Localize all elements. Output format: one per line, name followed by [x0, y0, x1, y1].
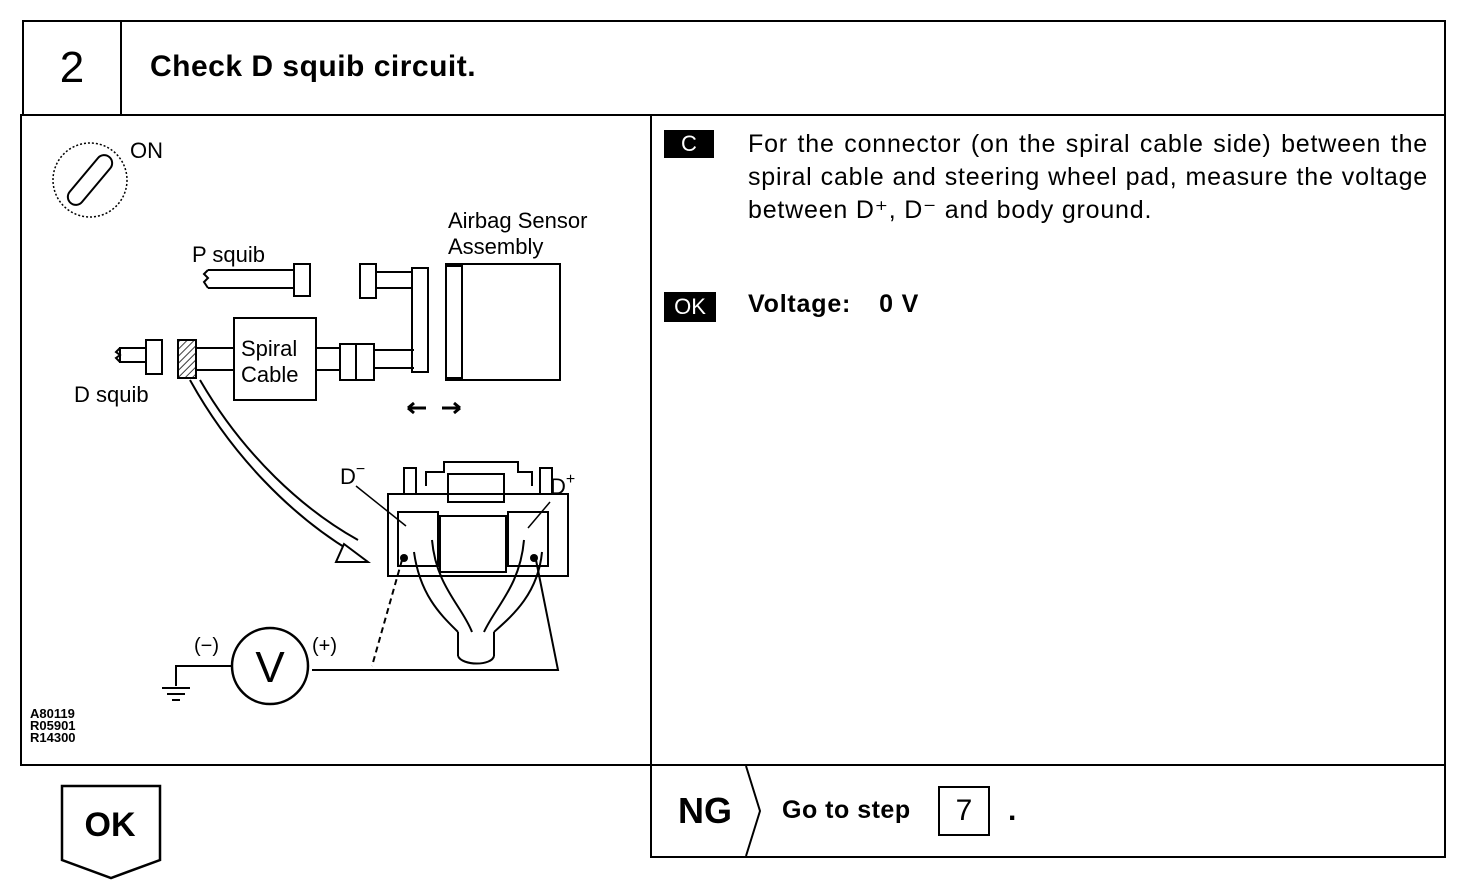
p-squib-label: P squib — [192, 242, 265, 267]
voltmeter-symbol: V — [255, 643, 285, 692]
figure-code: R14300 — [30, 730, 76, 745]
ignition-on-label: ON — [130, 138, 163, 163]
hatched-connector — [177, 339, 197, 379]
disconnect-arrow-right-icon — [442, 401, 461, 415]
illustration-panel: ON Airbag Sensor Assembly P squib D squi… — [20, 114, 652, 766]
d-squib-label: D squib — [74, 382, 149, 407]
disconnect-arrow-left-icon — [407, 401, 426, 415]
d-plus-label: D+ — [550, 471, 575, 499]
ng-branch: NG Go to step 7 . — [650, 764, 1446, 858]
circuit-illustration: ON Airbag Sensor Assembly P squib D squi… — [52, 138, 587, 706]
chevron-right-icon — [745, 766, 762, 856]
d-minus-label: D− — [340, 461, 365, 489]
condition-c-tag: C — [664, 130, 714, 158]
instruction-text: For the connector (on the spiral cable s… — [748, 130, 1428, 224]
airbag-sensor-box — [445, 263, 561, 381]
negative-probe-label: (−) — [194, 635, 219, 657]
positive-probe-label: (+) — [312, 635, 337, 657]
goto-step-link[interactable]: 7 — [938, 786, 990, 836]
ok-voltage-value: 0 V — [879, 290, 920, 318]
step-header: 2 Check D squib circuit. — [22, 20, 1446, 116]
step-number: 2 — [24, 22, 122, 114]
p-squib-plug — [202, 269, 295, 289]
figure-code: A80119 — [30, 706, 75, 721]
spiral-cable-label-line2: Cable — [241, 362, 298, 387]
ok-result: Voltage: 0 V — [748, 290, 947, 319]
step-title: Check D squib circuit. — [150, 50, 477, 83]
connector-closeup — [387, 461, 569, 665]
ok-branch-label: OK — [84, 806, 136, 844]
airbag-sensor-label-line1: Airbag Sensor — [448, 208, 587, 233]
instruction-panel: C For the connector (on the spiral cable… — [650, 114, 1446, 766]
ng-label: NG — [678, 790, 732, 831]
ground-icon — [162, 687, 190, 701]
ignition-switch-icon — [52, 142, 128, 218]
ok-arrow-icon — [60, 784, 162, 880]
ok-voltage-label: Voltage: — [748, 290, 852, 318]
sensor-connector — [411, 267, 429, 373]
d-squib-plug — [114, 347, 146, 363]
airbag-sensor-label-line2: Assembly — [448, 234, 543, 259]
pointer-arrow-icon — [334, 542, 371, 563]
spiral-cable-label-line1: Spiral — [241, 336, 297, 361]
goto-text: Go to step — [782, 796, 911, 824]
goto-period: . — [1008, 794, 1017, 827]
spiral-cable-box — [233, 317, 317, 401]
ok-tag: OK — [664, 292, 716, 322]
figure-codes: A80119 R05901 R14300 — [30, 706, 76, 745]
figure-code: R05901 — [30, 718, 76, 733]
